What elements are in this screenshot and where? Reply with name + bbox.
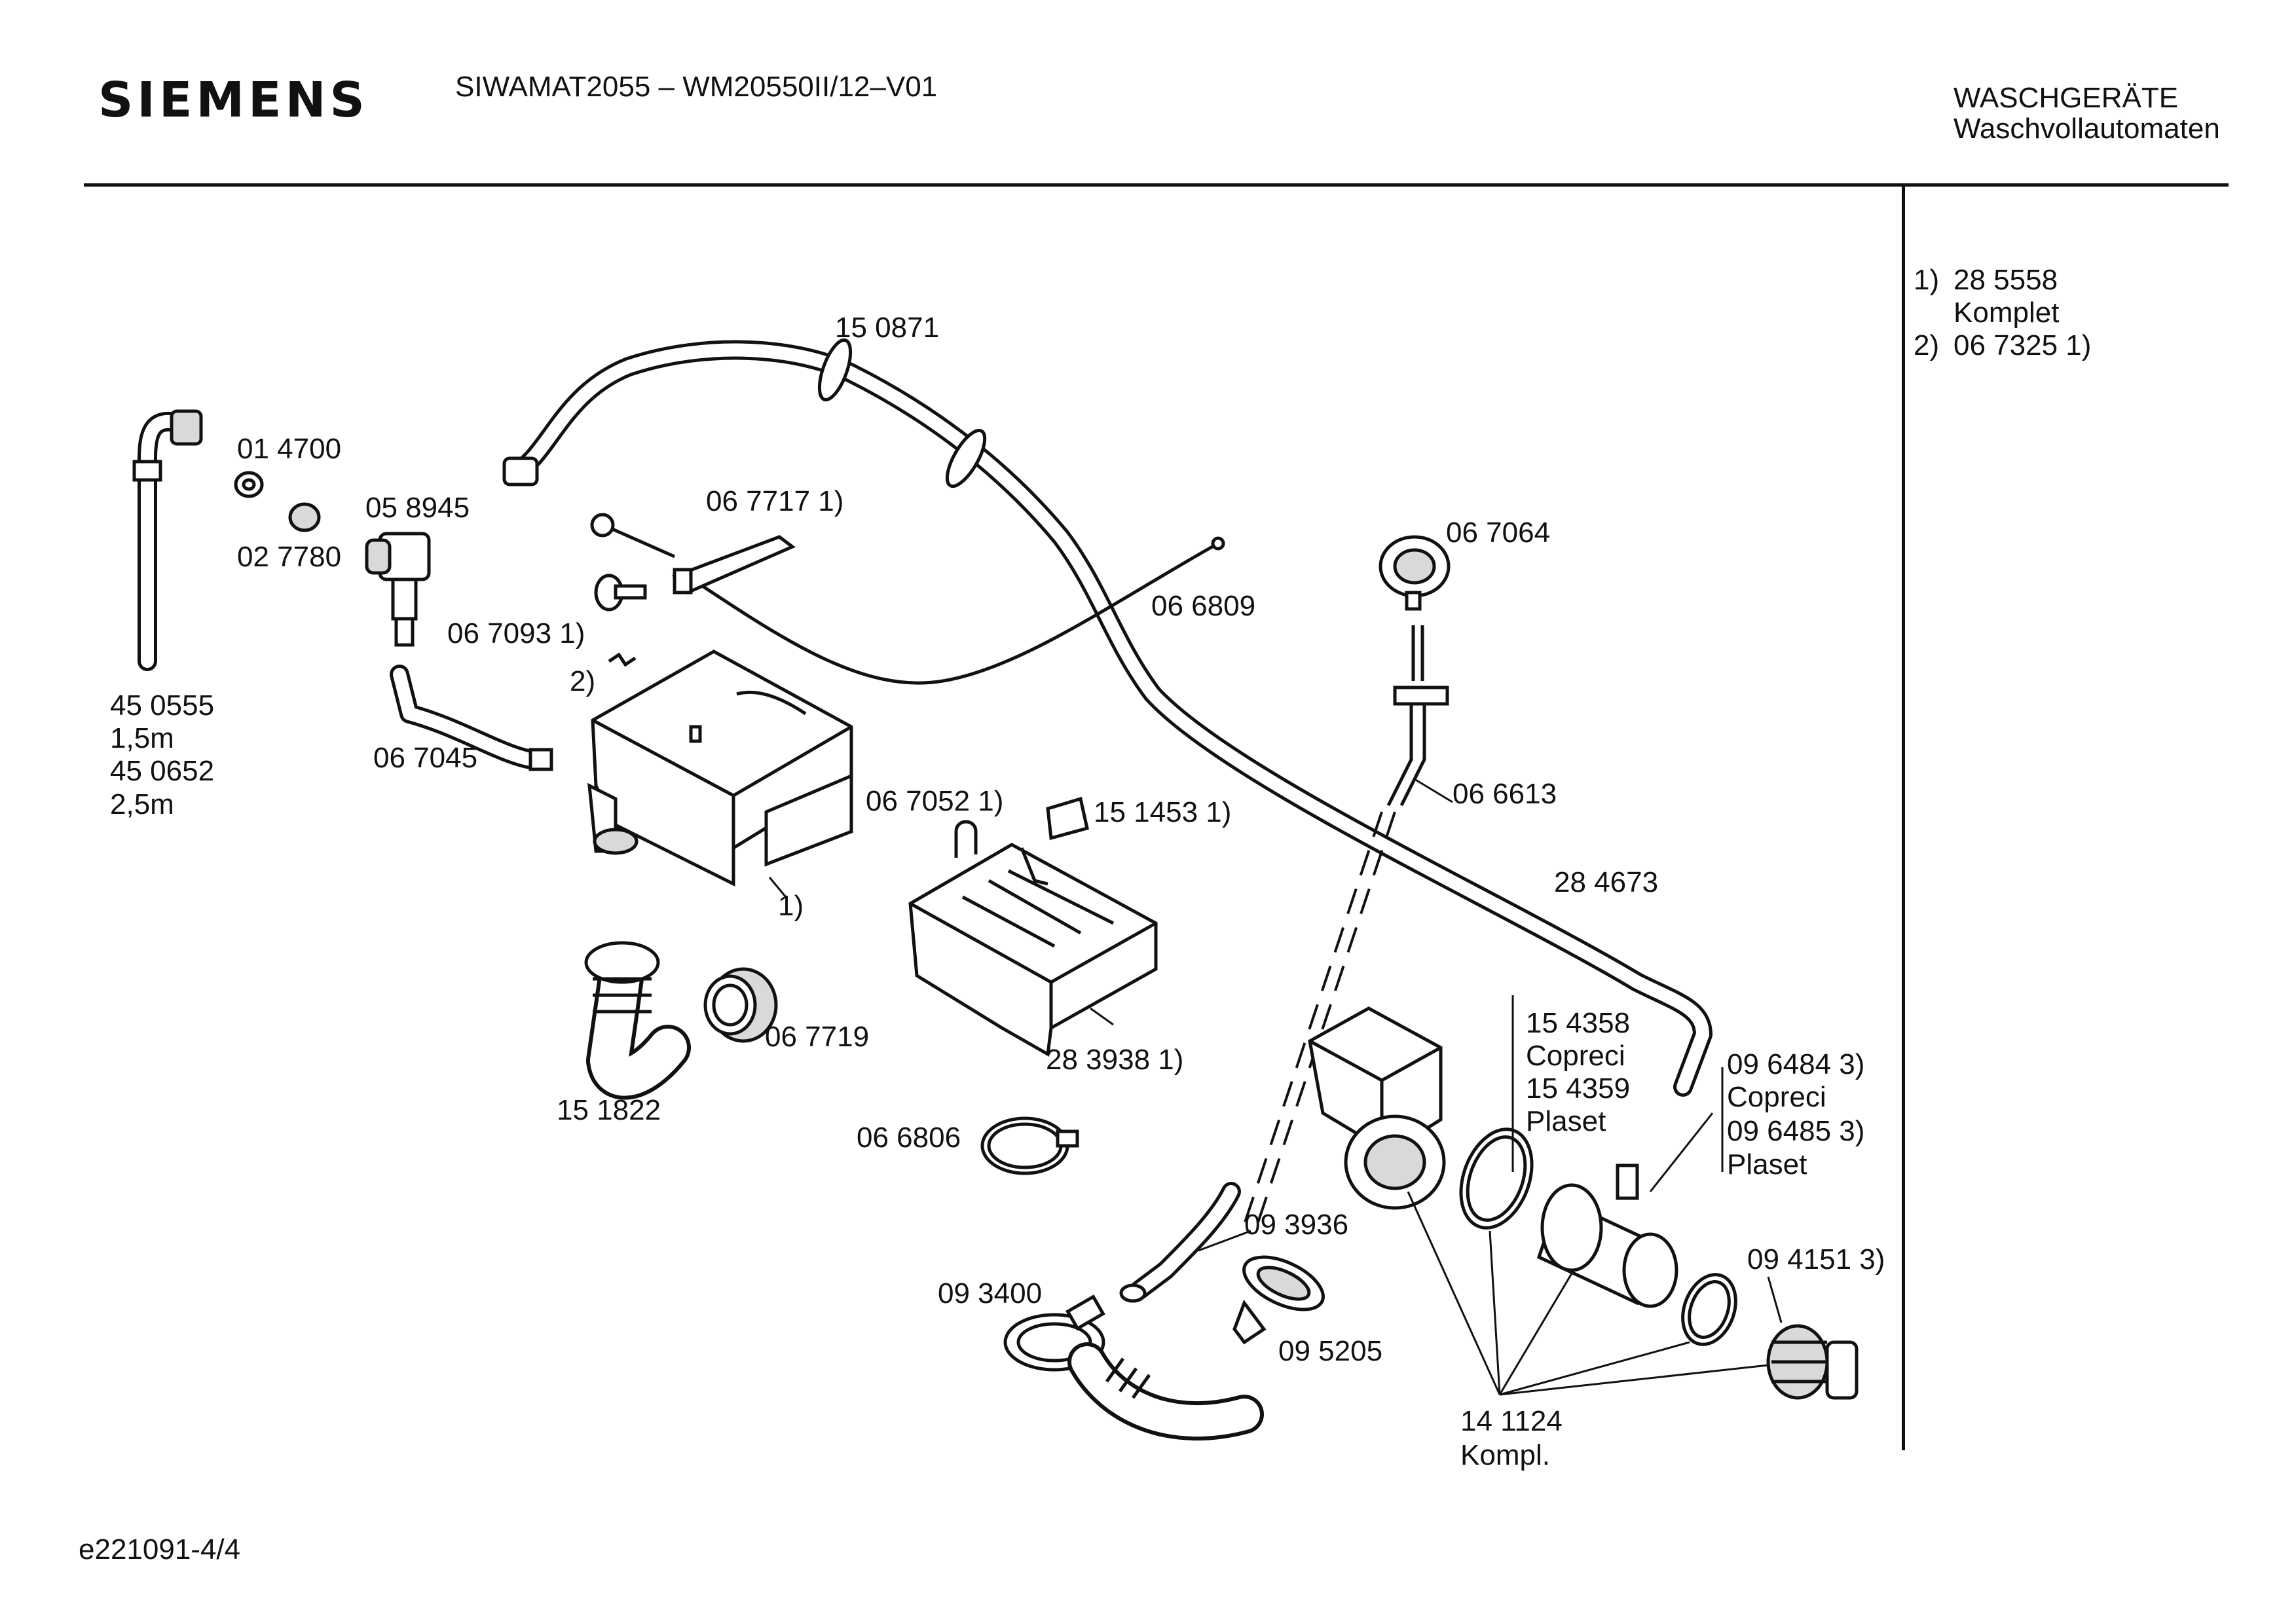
filter-o-ring-inner-icon [1688, 1280, 1731, 1339]
callout-093936: 09 3936 [1244, 1209, 1348, 1241]
callout-096485: 09 6485 3) [1727, 1115, 1864, 1147]
cover-flap-icon [1046, 796, 1089, 841]
footnote-1-text: 28 5558 [1953, 264, 2058, 296]
footnote-1-sub: Komplet [1953, 297, 2060, 329]
header-divider [84, 183, 2229, 187]
callout-1-housing: 1) [778, 890, 804, 922]
lever-icon [594, 574, 647, 612]
solenoid-valve-icon [365, 532, 431, 647]
category-title: WASCHGERÄTE [1953, 82, 2179, 114]
callout-plaset-1: Plaset [1526, 1105, 1606, 1137]
callout-151453: 15 1453 1) [1094, 796, 1231, 828]
hose-connector-icon [528, 748, 553, 771]
sump-housing-icon [1003, 1294, 1264, 1441]
lug-icon [590, 513, 676, 559]
clamp-lock-icon [1056, 1129, 1079, 1148]
float-icon [1232, 1255, 1325, 1345]
o-ring-inner-icon [1466, 1135, 1527, 1222]
main-hose-assembly [508, 340, 1713, 1097]
footnote-2-marker: 2) [1914, 329, 1940, 361]
callout-kompl: Kompl. [1460, 1439, 1550, 1471]
seal-collar-icon [703, 967, 778, 1043]
sidebar-divider [1902, 185, 1905, 1450]
callout-284673: 28 4673 [1554, 866, 1658, 898]
callout-066806: 06 6806 [857, 1122, 961, 1154]
callout-067093: 06 7093 1) [447, 617, 585, 650]
siphon-hook-icon [954, 820, 978, 858]
model-title: SIWAMAT2055 – WM20550II/12–V01 [455, 71, 938, 103]
callout-027780: 02 7780 [237, 541, 341, 573]
cable-066809 [686, 541, 1219, 685]
callout-014700: 01 4700 [237, 433, 341, 465]
callout-copreci-2: Copreci [1727, 1081, 1826, 1113]
callout-450555: 45 0555 [110, 689, 214, 722]
bracket-icon [671, 535, 796, 595]
dispenser-housing-icon [587, 650, 853, 887]
drain-pump-motor-icon [1308, 1006, 1446, 1210]
part-callouts: 15 0871 01 4700 05 8945 02 7780 06 7717 … [110, 312, 1885, 1471]
pressure-hose-icon [1243, 625, 1449, 1225]
callout-plaset-2: Plaset [1727, 1148, 1807, 1181]
callout-067045: 06 7045 [373, 742, 477, 774]
callout-067052: 06 7052 1) [866, 785, 1003, 817]
footnote-1-marker: 1) [1914, 264, 1940, 296]
filter-washer-icon [288, 502, 321, 532]
callout-1-5m: 1,5m [110, 722, 174, 754]
document-reference: e221091-4/4 [79, 1533, 241, 1566]
spring-icon [608, 652, 637, 667]
callout-067064: 06 7064 [1446, 517, 1550, 549]
callout-150871: 15 0871 [835, 312, 939, 344]
callout-058945: 05 8945 [365, 492, 470, 524]
callout-141124: 14 1124 [1460, 1405, 1563, 1437]
leader-lines [768, 778, 1783, 1396]
clamp-ring-inner-icon [987, 1122, 1063, 1169]
callout-066809: 06 6809 [1151, 590, 1255, 622]
callout-2: 2) [570, 665, 595, 697]
callout-067717: 06 7717 1) [706, 485, 843, 517]
callout-283938: 28 3938 1) [1046, 1044, 1183, 1076]
siemens-logo: SIEMENS [98, 72, 369, 128]
callout-095205: 09 5205 [1278, 1335, 1382, 1367]
cable-end-icon [1211, 536, 1225, 551]
detergent-drawer-icon [908, 843, 1158, 1057]
callout-154358: 15 4358 [1526, 1007, 1630, 1039]
callout-096484: 09 6484 3) [1727, 1048, 1864, 1080]
bellows-hose-icon [584, 941, 691, 1100]
inlet-hose-icon [132, 409, 203, 671]
callout-066613: 06 6613 [1453, 778, 1557, 810]
footnote-2-text: 06 7325 1) [1953, 329, 2092, 361]
callout-154359: 15 4359 [1526, 1072, 1630, 1105]
callout-093400: 09 3400 [938, 1277, 1042, 1310]
category-subtitle: Waschvollautomaten [1953, 113, 2220, 145]
callout-151822: 15 1822 [557, 1094, 661, 1126]
callout-copreci-1: Copreci [1526, 1040, 1625, 1072]
callout-094151: 09 4151 3) [1747, 1243, 1885, 1275]
hose-clamp-icon [502, 338, 987, 488]
callout-067719: 06 7719 [765, 1021, 869, 1053]
pump-housing-icon [1536, 1163, 1678, 1308]
hose-end-icon [1119, 1283, 1147, 1303]
seal-ring-hole-icon [242, 478, 256, 491]
pump-filter-icon [1766, 1324, 1859, 1400]
callout-2-5m: 2,5m [110, 788, 174, 820]
callout-450652: 45 0652 [110, 755, 214, 787]
pressure-switch-icon [1379, 535, 1451, 611]
